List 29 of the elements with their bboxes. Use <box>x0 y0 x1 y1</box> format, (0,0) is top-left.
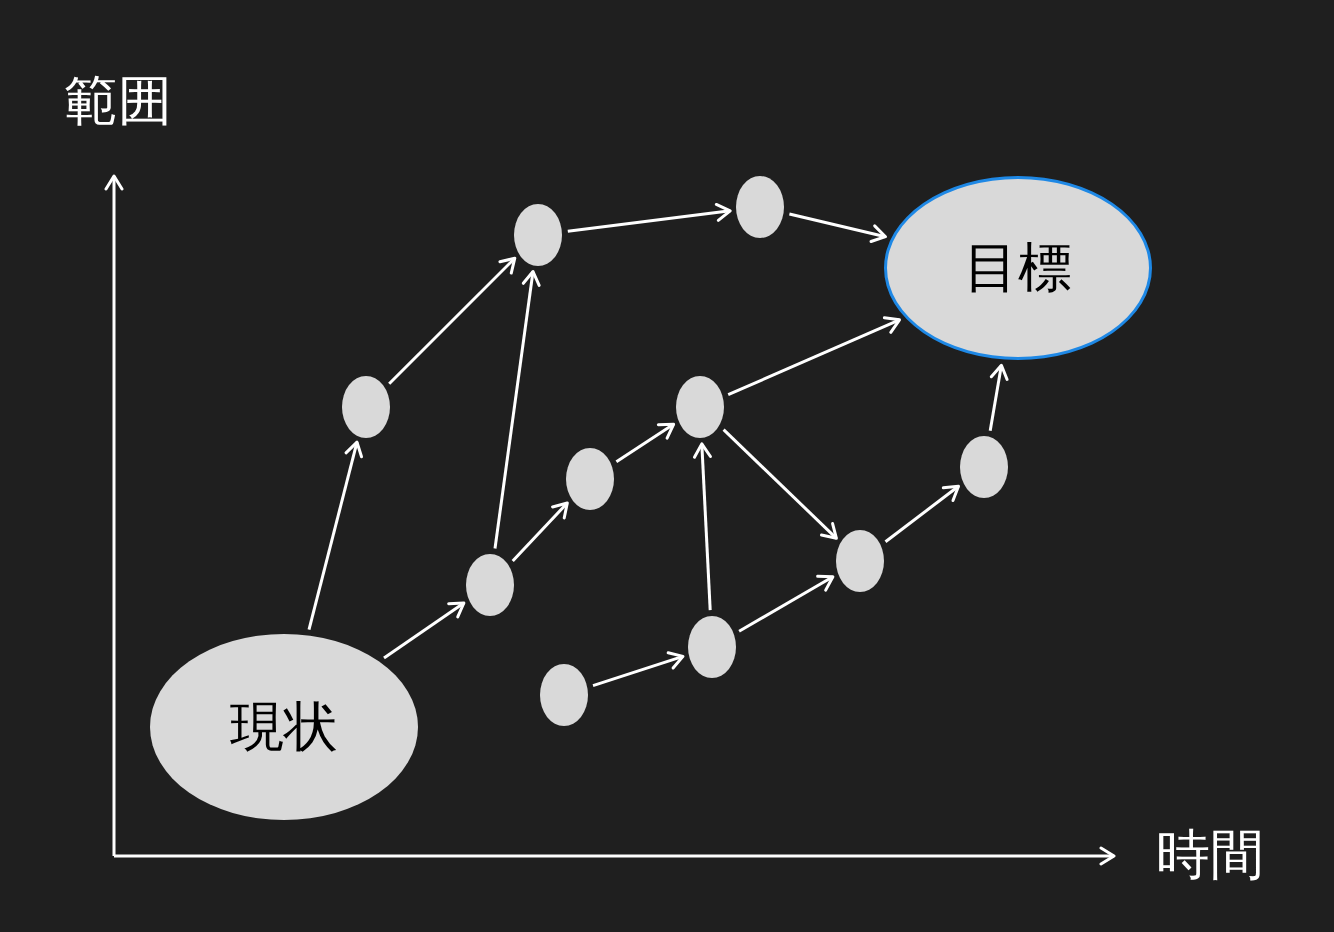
axis-label: 時間 <box>1156 828 1264 882</box>
circle-node <box>676 376 724 438</box>
circle-node <box>466 554 514 616</box>
circle-node <box>688 616 736 678</box>
arrow <box>722 428 838 540</box>
arrow <box>727 316 901 397</box>
arrow <box>511 501 569 563</box>
arrow <box>988 363 1009 432</box>
circle-node <box>342 376 390 438</box>
arrow <box>692 442 712 611</box>
arrow <box>307 440 363 630</box>
arrow <box>567 203 732 233</box>
node-label: 現状 <box>230 700 338 754</box>
arrow <box>615 422 676 463</box>
circle-node <box>540 664 588 726</box>
circle-node <box>960 436 1008 498</box>
arrow <box>592 651 685 688</box>
node-label: 目標 <box>964 241 1072 295</box>
circle-node <box>836 530 884 592</box>
arrow <box>789 212 887 243</box>
arrow <box>383 601 466 660</box>
arrow <box>738 574 835 633</box>
circle-node <box>566 448 614 510</box>
arrow <box>388 256 517 385</box>
circle-node <box>736 176 784 238</box>
arrow <box>493 270 541 549</box>
axis-label: 範囲 <box>64 74 172 128</box>
arrow <box>884 484 960 543</box>
circle-node <box>514 204 562 266</box>
